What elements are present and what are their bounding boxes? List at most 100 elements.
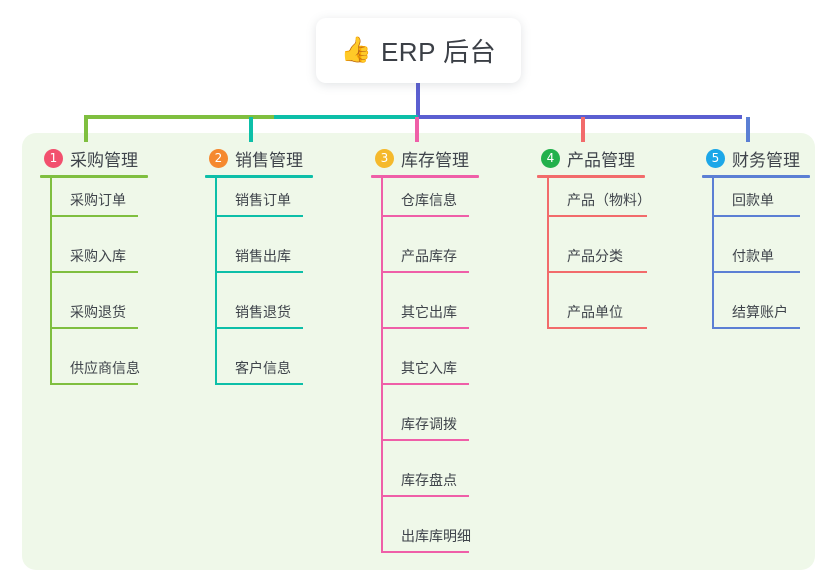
leaf-rule <box>549 327 647 329</box>
leaf-rule <box>52 215 138 217</box>
leaf-rule <box>52 327 138 329</box>
branch-spine <box>215 178 217 385</box>
leaf-label: 库存调拨 <box>401 416 457 432</box>
branch-title: 财务管理 <box>732 150 800 170</box>
branch-leaf-list: 产品（物料） 产品分类产品单位 <box>537 178 651 346</box>
branch-header-1[interactable]: 1 采购管理 <box>40 146 148 170</box>
branch-header-rule <box>702 175 810 178</box>
branch-title: 产品管理 <box>567 150 635 170</box>
leaf-node[interactable]: 产品库存 <box>383 234 479 290</box>
diagram-background-panel <box>22 133 815 570</box>
leaf-label: 库存盘点 <box>401 472 457 488</box>
branch-index-badge: 1 <box>44 148 63 168</box>
leaf-rule <box>714 327 800 329</box>
leaf-node[interactable]: 销售出库 <box>217 234 313 290</box>
leaf-node[interactable]: 产品（物料） <box>549 178 651 234</box>
branch-column-3: 3 库存管理仓库信息产品库存其它出库其它入库库存调拨库存盘点出库库明细 <box>371 146 479 570</box>
branch-column-4: 4 产品管理产品（物料） 产品分类产品单位 <box>537 146 651 346</box>
leaf-label: 销售订单 <box>235 192 291 208</box>
leaf-node[interactable]: 采购退货 <box>52 290 148 346</box>
branch-index-badge: 4 <box>541 148 560 168</box>
branch-index-badge: 2 <box>209 148 228 168</box>
leaf-node[interactable]: 供应商信息 <box>52 346 148 402</box>
leaf-rule <box>714 271 800 273</box>
leaf-label: 其它出库 <box>401 304 457 320</box>
leaf-rule <box>383 551 469 553</box>
leaf-label: 采购订单 <box>70 192 126 208</box>
branch-header-rule <box>205 175 313 178</box>
leaf-rule <box>714 215 800 217</box>
leaf-label: 产品单位 <box>567 304 623 320</box>
branch-leaf-list: 回款单付款单结算账户 <box>702 178 810 346</box>
leaf-rule <box>383 383 469 385</box>
leaf-rule <box>52 383 138 385</box>
leaf-node[interactable]: 客户信息 <box>217 346 313 402</box>
branch-spine <box>547 178 549 329</box>
leaf-node[interactable]: 采购入库 <box>52 234 148 290</box>
branch-header-5[interactable]: 5 财务管理 <box>702 146 810 170</box>
branch-header-rule <box>371 175 479 178</box>
branch-header-4[interactable]: 4 产品管理 <box>537 146 645 170</box>
branch-leaf-list: 销售订单销售出库销售退货客户信息 <box>205 178 313 402</box>
root-node-card[interactable]: 👍 ERP 后台 <box>316 18 521 83</box>
branch-header-rule <box>537 175 645 178</box>
branch-index-badge: 5 <box>706 148 725 168</box>
leaf-rule <box>217 271 303 273</box>
leaf-node[interactable]: 结算账户 <box>714 290 810 346</box>
branch-stub-4 <box>581 117 585 142</box>
branch-spine <box>381 178 383 553</box>
leaf-rule <box>383 439 469 441</box>
leaf-label: 回款单 <box>732 192 774 208</box>
root-node-title: ERP 后台 <box>380 37 497 67</box>
thumbs-up-icon: 👍 <box>340 36 372 64</box>
leaf-label: 销售出库 <box>235 248 291 264</box>
leaf-node[interactable]: 出库库明细 <box>383 514 479 570</box>
leaf-label: 供应商信息 <box>70 360 140 376</box>
branch-stub-5 <box>746 117 750 142</box>
leaf-node[interactable]: 销售退货 <box>217 290 313 346</box>
leaf-label: 付款单 <box>732 248 774 264</box>
leaf-rule <box>549 271 647 273</box>
leaf-rule <box>549 215 647 217</box>
leaf-label: 采购退货 <box>70 304 126 320</box>
branch-header-rule <box>40 175 148 178</box>
branch-stub-1 <box>84 117 88 142</box>
leaf-label: 采购入库 <box>70 248 126 264</box>
branch-title: 库存管理 <box>401 150 469 170</box>
branch-index-badge: 3 <box>375 148 394 168</box>
leaf-node[interactable]: 采购订单 <box>52 178 148 234</box>
leaf-node[interactable]: 付款单 <box>714 234 810 290</box>
branch-spine <box>712 178 714 329</box>
branch-spine <box>50 178 52 385</box>
leaf-node[interactable]: 产品分类 <box>549 234 647 290</box>
leaf-node[interactable]: 回款单 <box>714 178 810 234</box>
leaf-node[interactable]: 产品单位 <box>549 290 647 346</box>
leaf-node[interactable]: 销售订单 <box>217 178 313 234</box>
leaf-rule <box>52 271 138 273</box>
leaf-rule <box>383 215 469 217</box>
leaf-rule <box>217 215 303 217</box>
leaf-node[interactable]: 库存盘点 <box>383 458 479 514</box>
leaf-label: 结算账户 <box>732 304 788 320</box>
leaf-label: 出库库明细 <box>401 528 471 544</box>
leaf-node[interactable]: 库存调拨 <box>383 402 479 458</box>
leaf-node[interactable]: 其它入库 <box>383 346 479 402</box>
branch-header-2[interactable]: 2 销售管理 <box>205 146 313 170</box>
branch-title: 销售管理 <box>235 150 303 170</box>
leaf-rule <box>217 327 303 329</box>
root-connector-line <box>416 83 420 117</box>
branch-stub-3 <box>415 117 419 142</box>
leaf-node[interactable]: 仓库信息 <box>383 178 479 234</box>
leaf-rule <box>383 495 469 497</box>
leaf-node[interactable]: 其它出库 <box>383 290 479 346</box>
branch-column-2: 2 销售管理销售订单销售出库销售退货客户信息 <box>205 146 313 402</box>
bus-segment-3 <box>418 115 742 119</box>
leaf-label: 产品（物料） <box>567 192 651 208</box>
branch-leaf-list: 采购订单采购入库采购退货供应商信息 <box>40 178 148 402</box>
leaf-label: 仓库信息 <box>401 192 457 208</box>
branch-header-3[interactable]: 3 库存管理 <box>371 146 479 170</box>
branch-title: 采购管理 <box>70 150 138 170</box>
branch-column-1: 1 采购管理采购订单采购入库采购退货供应商信息 <box>40 146 148 402</box>
bus-segment-2 <box>274 115 418 119</box>
leaf-rule <box>383 271 469 273</box>
